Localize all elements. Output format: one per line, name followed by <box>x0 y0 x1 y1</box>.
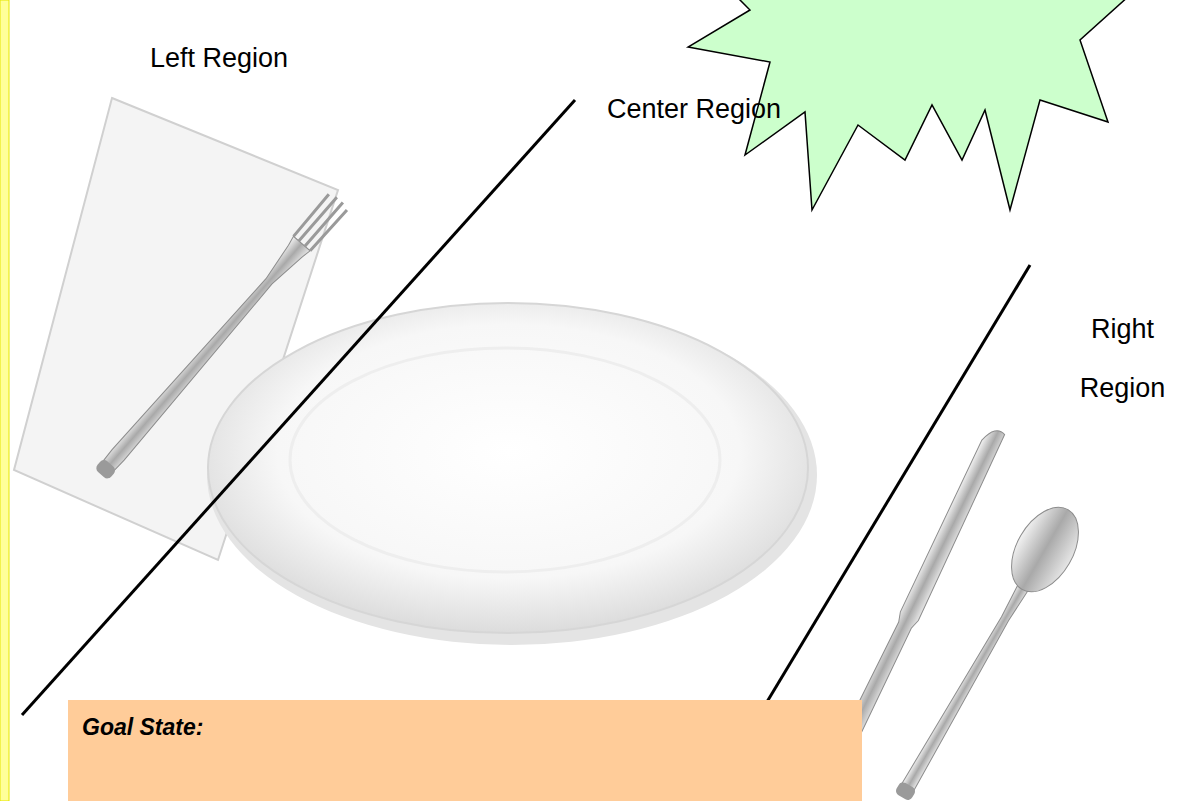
box-heading: Goal State: <box>82 714 203 741</box>
plate <box>208 303 808 633</box>
plate-well <box>290 348 720 572</box>
side-strip <box>0 0 9 801</box>
region-divider <box>22 100 575 715</box>
region-label: Left Region <box>150 45 370 72</box>
region-label: Right Region <box>1070 300 1175 419</box>
region-label: Center Region <box>607 96 837 123</box>
goal-state-box: Goal State: <box>68 700 862 801</box>
spoon <box>878 496 1092 801</box>
region-divider <box>735 265 1030 755</box>
